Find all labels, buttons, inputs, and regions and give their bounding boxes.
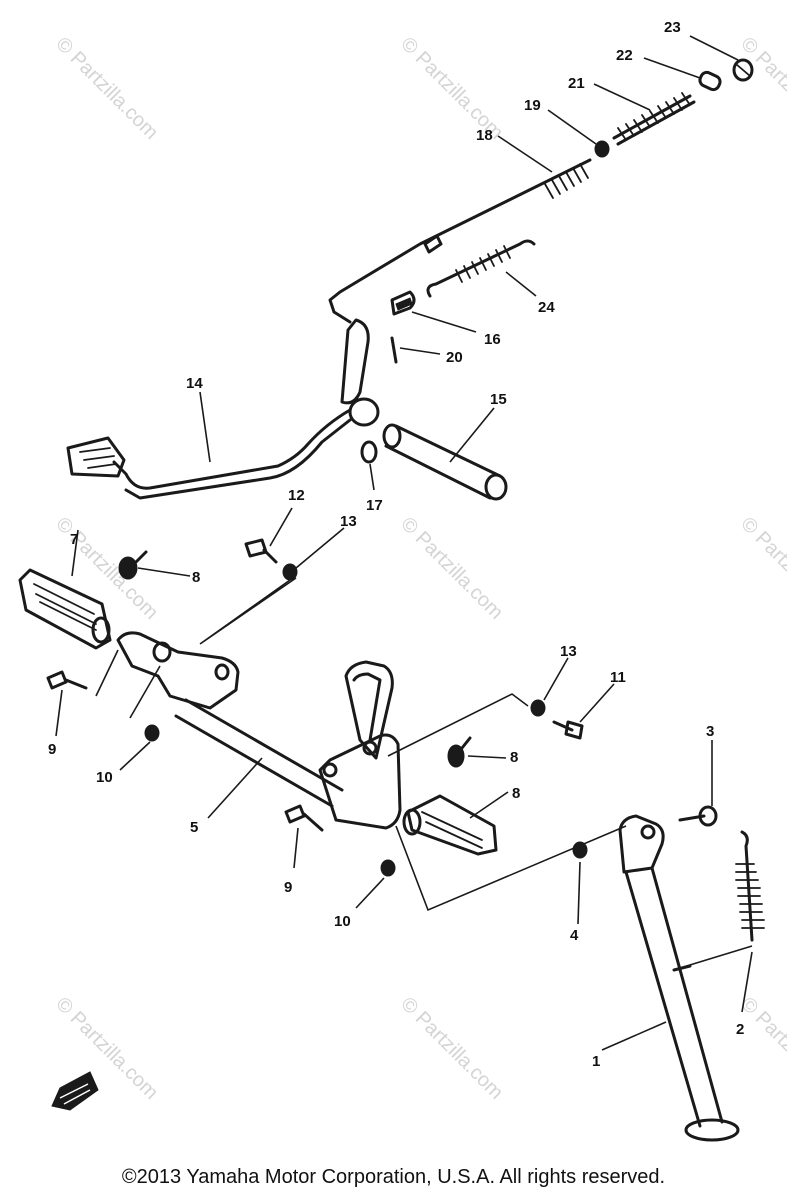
part-clip (390, 290, 416, 316)
front-arrow-icon (51, 1071, 99, 1111)
part-circlip (360, 440, 378, 464)
callout-13-upper: 13 (340, 513, 357, 530)
part-stand-spring (426, 239, 536, 298)
callout-15: 15 (490, 391, 507, 408)
copyright-notice: ©2013 Yamaha Motor Corporation, U.S.A. A… (121, 1166, 666, 1188)
callout-9-left: 9 (48, 741, 56, 758)
callout-13-lower: 13 (560, 643, 577, 660)
callout-16: 16 (484, 331, 501, 348)
callout-10-left: 10 (96, 769, 113, 786)
callout-10-right: 10 (334, 913, 351, 930)
part-cotter-pin (390, 336, 398, 364)
callout-8-left: 8 (192, 569, 200, 586)
part-pivot-shaft (382, 423, 508, 501)
callout-22: 22 (616, 47, 633, 64)
callout-21: 21 (568, 75, 585, 92)
part-stand-bolt (678, 805, 718, 827)
callout-11: 11 (610, 669, 626, 686)
part-footrest-right (402, 736, 498, 856)
callout-14: 14 (186, 375, 203, 392)
part-washer-10-left (144, 724, 160, 742)
part-stand-nut (572, 841, 588, 859)
part-cap-nut (732, 58, 754, 82)
part-washer-13b (530, 699, 546, 717)
callout-5: 5 (190, 819, 198, 836)
part-rod-spring (612, 92, 696, 146)
callout-1: 1 (592, 1053, 600, 1070)
callout-7: 7 (70, 531, 78, 548)
part-bolt-11 (552, 720, 584, 740)
callout-3: 3 (706, 723, 714, 740)
callout-24: 24 (538, 299, 555, 316)
callout-labels: 23 22 21 19 18 24 16 20 14 15 17 12 13 8… (48, 19, 744, 1070)
part-washer-13a (282, 563, 298, 581)
callout-18: 18 (476, 127, 493, 144)
watermark: © Partzilla.com (736, 993, 787, 1104)
part-pin-9-left (46, 670, 88, 690)
callout-12: 12 (288, 487, 305, 504)
callout-23: 23 (664, 19, 681, 36)
part-brake-rod (328, 158, 592, 324)
callout-20: 20 (446, 349, 463, 366)
part-bolt-12 (244, 538, 278, 564)
callout-4: 4 (570, 927, 579, 944)
callout-8-middle: 8 (510, 749, 518, 766)
callout-17: 17 (366, 497, 383, 514)
watermark: © Partzilla.com (736, 33, 787, 144)
callout-9-right: 9 (284, 879, 292, 896)
part-side-stand (618, 814, 740, 1142)
part-rod-nut (594, 140, 610, 158)
part-pin-9-right (284, 804, 324, 832)
part-footrest-left (18, 550, 148, 650)
part-sidestand-spring (672, 830, 765, 972)
part-washer-10-right (380, 859, 396, 877)
part-brake-pedal (66, 318, 380, 500)
watermarks: © Partzilla.com © Partzilla.com © Partzi… (51, 33, 787, 1104)
part-footrest-bar (116, 631, 402, 830)
callout-8-right: 8 (512, 785, 520, 802)
watermark: © Partzilla.com (396, 993, 507, 1104)
watermark: © Partzilla.com (51, 33, 162, 144)
watermark: © Partzilla.com (736, 513, 787, 624)
part-sleeve (698, 70, 722, 92)
callout-2: 2 (736, 1021, 744, 1038)
callout-19: 19 (524, 97, 541, 114)
watermark: © Partzilla.com (396, 513, 507, 624)
leader-lines (55, 35, 753, 1051)
